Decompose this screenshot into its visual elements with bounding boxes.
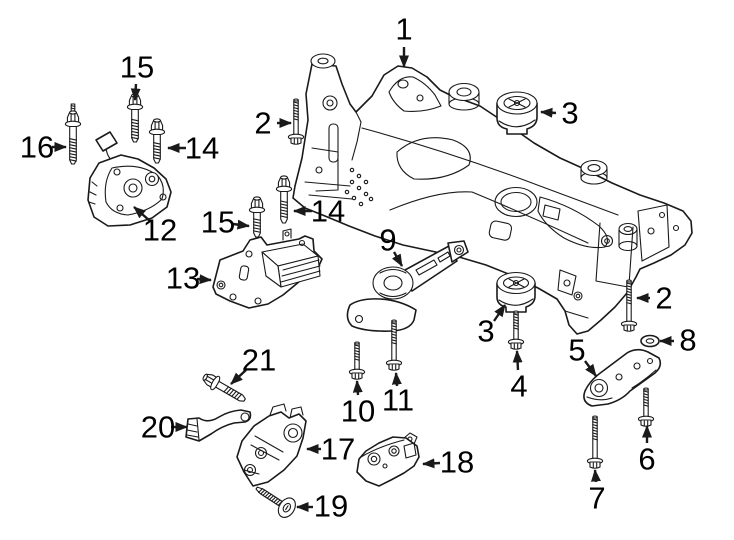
part-fastener-4 xyxy=(507,310,525,350)
part-fastener-2b xyxy=(620,279,638,332)
callout-number: 19 xyxy=(314,489,348,524)
callout-2-flange-bolt[interactable]: 2 xyxy=(636,281,673,316)
callout-20-link-arm[interactable]: 20 xyxy=(141,410,188,445)
part-mount-bushing-upper xyxy=(496,91,538,135)
callout-number: 13 xyxy=(166,261,200,296)
callout-number: 17 xyxy=(321,432,355,467)
callout-arrow xyxy=(232,219,250,230)
callout-number: 5 xyxy=(568,333,585,368)
callout-5-support-bracket[interactable]: 5 xyxy=(568,333,597,377)
part-fastener-14a xyxy=(148,118,166,164)
part-fastener-2a xyxy=(287,98,305,145)
callout-number: 11 xyxy=(382,383,414,418)
callout-17-mount-bracket[interactable]: 17 xyxy=(306,432,355,467)
callout-number: 9 xyxy=(379,223,396,258)
part-subframe-crossmember xyxy=(292,53,693,335)
callout-arrow xyxy=(133,206,151,222)
callout-arrow xyxy=(391,251,404,267)
callout-2-flange-bolt[interactable]: 2 xyxy=(254,106,292,141)
callout-number: 7 xyxy=(588,481,605,516)
callout-arrow xyxy=(590,469,601,483)
part-torque-arm xyxy=(346,240,469,332)
part-washer-8 xyxy=(640,334,660,348)
part-engine-mount xyxy=(87,131,172,227)
callout-21-flange-bolt[interactable]: 21 xyxy=(230,343,276,385)
callout-number: 14 xyxy=(311,194,345,229)
callout-7-flange-bolt[interactable]: 7 xyxy=(588,469,606,516)
callout-11-flange-bolt[interactable]: 11 xyxy=(382,372,414,418)
callout-arrow xyxy=(230,369,247,385)
callout-arrow xyxy=(512,350,523,371)
part-mount-bracket-17 xyxy=(236,403,307,487)
callout-8-washer[interactable]: 8 xyxy=(659,323,697,358)
callout-15-flange-bolt[interactable]: 15 xyxy=(201,205,250,240)
callout-number: 21 xyxy=(242,343,276,378)
callout-number: 3 xyxy=(561,96,578,131)
callout-number: 14 xyxy=(185,131,219,166)
callout-arrow xyxy=(130,83,141,101)
part-fastener-19 xyxy=(255,486,296,518)
callout-number: 1 xyxy=(395,12,412,47)
callout-number: 10 xyxy=(341,394,375,429)
callout-15-flange-bolt[interactable]: 15 xyxy=(120,50,154,101)
callout-number: 4 xyxy=(510,369,527,404)
part-fastener-14b xyxy=(275,175,293,224)
callout-arrow xyxy=(352,380,363,396)
callout-13-mount-bracket[interactable]: 13 xyxy=(166,261,212,296)
part-fastener-16 xyxy=(64,103,82,165)
callout-number: 2 xyxy=(254,106,271,141)
callout-number: 15 xyxy=(201,205,235,240)
callout-14-flange-bolt[interactable]: 14 xyxy=(167,131,219,166)
part-mount-bushing-lower xyxy=(496,271,536,313)
callout-14-flange-bolt[interactable]: 14 xyxy=(293,194,345,229)
callout-arrow xyxy=(196,274,212,285)
part-fastener-6 xyxy=(637,387,655,427)
callout-10-flange-bolt[interactable]: 10 xyxy=(341,380,375,429)
callout-number: 12 xyxy=(143,213,177,248)
callout-6-flange-bolt[interactable]: 6 xyxy=(638,425,656,477)
part-trans-mount-bracket xyxy=(212,228,323,309)
part-fastener-11 xyxy=(385,319,403,371)
callout-3-mount-bushing[interactable]: 3 xyxy=(540,96,579,131)
callout-number: 16 xyxy=(20,130,54,165)
callout-number: 2 xyxy=(655,281,672,316)
callout-arrow xyxy=(540,107,557,118)
callout-18-support-bracket[interactable]: 18 xyxy=(422,445,474,480)
callout-number: 15 xyxy=(120,50,154,85)
callout-arrow xyxy=(584,360,597,377)
callout-number: 6 xyxy=(638,442,655,477)
part-fastener-15a xyxy=(126,93,144,143)
callout-1-subframe-crossmember[interactable]: 1 xyxy=(395,12,413,68)
part-fastener-21 xyxy=(202,373,246,402)
callout-number: 20 xyxy=(141,410,175,445)
callout-16-flange-bolt[interactable]: 16 xyxy=(20,130,67,165)
callout-number: 18 xyxy=(440,445,474,480)
callout-arrow xyxy=(422,458,441,469)
part-fastener-15b xyxy=(248,196,266,238)
part-support-bracket-5 xyxy=(583,348,662,407)
callout-9-torque-arm[interactable]: 9 xyxy=(379,223,404,267)
callout-arrow xyxy=(493,304,506,322)
part-support-bracket-18 xyxy=(356,432,420,487)
part-fastener-10 xyxy=(348,341,366,380)
callout-3-mount-bushing[interactable]: 3 xyxy=(477,304,506,349)
callout-number: 3 xyxy=(477,314,494,349)
callout-4-flange-bolt[interactable]: 4 xyxy=(510,350,528,404)
callout-12-engine-mount[interactable]: 12 xyxy=(133,206,177,248)
callout-19-washer-screw[interactable]: 19 xyxy=(296,489,348,524)
callout-number: 8 xyxy=(679,323,696,358)
callout-arrow xyxy=(391,372,402,387)
part-fastener-7 xyxy=(586,415,604,469)
part-link-arm xyxy=(185,409,252,442)
